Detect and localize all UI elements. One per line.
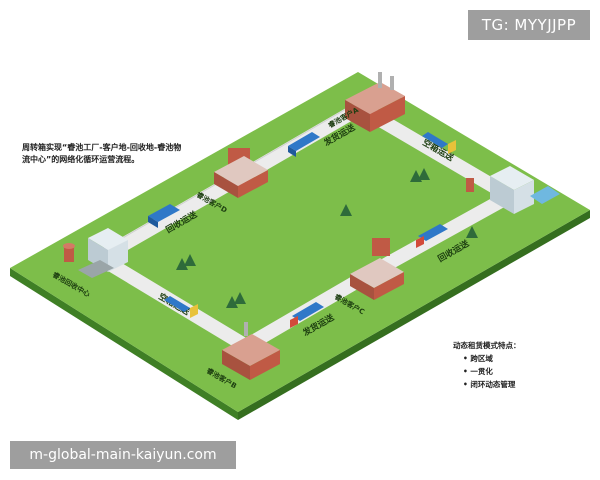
- factory-customer-b: [222, 322, 280, 380]
- feature-item: 跨区域: [463, 352, 573, 365]
- truck-bottom-left: [164, 296, 198, 318]
- feature-item: 闭环动态管理: [463, 378, 573, 391]
- ground-platform-side-right: [238, 210, 590, 420]
- truck-top: [288, 132, 320, 157]
- intro-text: 周转箱实现“睿池工厂-客户地-回收地-睿池物流中心”的网络化循环运营流程。: [22, 143, 182, 164]
- tree-group: [176, 168, 478, 308]
- recycle-center-building: [63, 228, 128, 278]
- feature-item: 一贯化: [463, 365, 573, 378]
- truck-right-lower: [416, 224, 448, 248]
- truck-bottom: [290, 302, 324, 328]
- features-title: 动态租赁模式特点：: [453, 341, 521, 350]
- factory-customer-c: [350, 238, 404, 300]
- factory-right-complex: [466, 166, 560, 214]
- tg-watermark: TG: MYYJJPP: [468, 10, 590, 40]
- ground-platform-side: [10, 268, 238, 420]
- factory-customer-a: [345, 72, 405, 132]
- features-list: 跨区域 一贯化 闭环动态管理: [453, 352, 573, 391]
- truck-left: [148, 204, 180, 228]
- truck-right: [422, 132, 456, 154]
- features-panel: 动态租赁模式特点： 跨区域 一贯化 闭环动态管理: [453, 339, 573, 391]
- url-watermark: m-global-main-kaiyun.com: [10, 441, 236, 469]
- factory-customer-d: [214, 148, 268, 198]
